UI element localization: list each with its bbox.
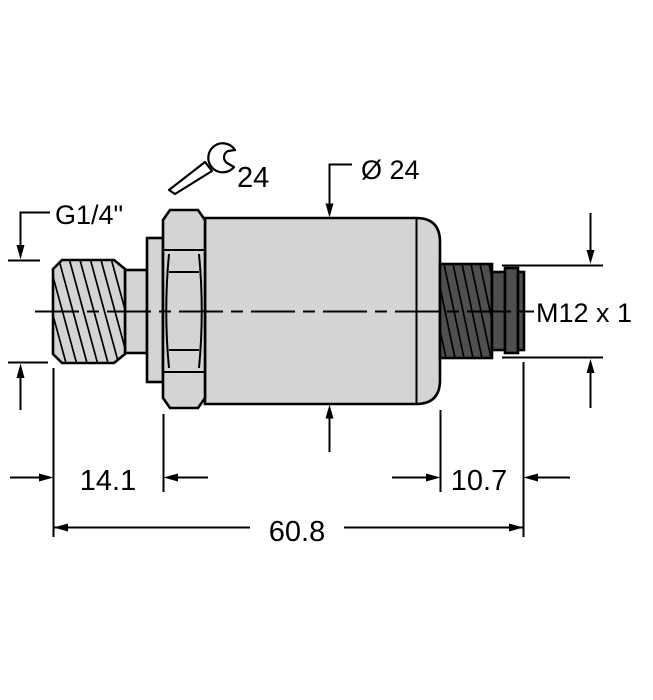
dim141-arrow-right — [39, 473, 54, 482]
m12-arrow-up — [586, 359, 595, 373]
wrench-icon — [167, 142, 237, 196]
dia24-arrow-down — [325, 203, 334, 218]
body-silhouette — [203, 216, 442, 406]
dim-total-length-value: 60.8 — [269, 516, 325, 548]
pressure-port — [51, 236, 165, 384]
dim-port-length: 14.1 — [10, 368, 208, 537]
dim-port-length-value: 14.1 — [80, 465, 136, 497]
wrench-head — [207, 142, 237, 174]
wrench-size-label: 24 — [237, 162, 269, 194]
dim608-arrow-left — [53, 523, 68, 532]
dim107-arrow-left — [523, 473, 538, 482]
dia24-arrow-up — [325, 404, 334, 419]
wrench-size-annotation: 24 — [167, 142, 269, 196]
connector-thread-label: M12 x 1 — [536, 298, 632, 328]
dim107-arrow-right — [426, 473, 441, 482]
body-diameter-label: Ø 24 — [361, 155, 420, 185]
port-thread-label: G1/4" — [55, 200, 123, 230]
dim-connector-thread: M12 x 1 — [502, 213, 632, 408]
hex-silhouette — [161, 208, 207, 410]
g14-arrow-down — [16, 245, 25, 260]
g14-leader — [19, 211, 50, 246]
dim608-arrow-right — [509, 523, 524, 532]
dim-connector-length: 10.7 — [392, 410, 570, 497]
wrench-handle — [167, 160, 214, 196]
dim-body-diameter: Ø 24 — [325, 155, 420, 452]
dim-total-length: 60.8 — [53, 362, 525, 548]
port-washer — [145, 236, 165, 384]
m12-arrow-down — [586, 250, 595, 264]
dim-connector-length-value: 10.7 — [451, 465, 507, 497]
dim-port-thread: G1/4" — [8, 200, 123, 410]
g14-arrow-up — [16, 363, 25, 378]
hex-nut — [161, 208, 207, 410]
dia24-leader — [328, 163, 352, 205]
dim141-arrow-left — [163, 473, 178, 482]
